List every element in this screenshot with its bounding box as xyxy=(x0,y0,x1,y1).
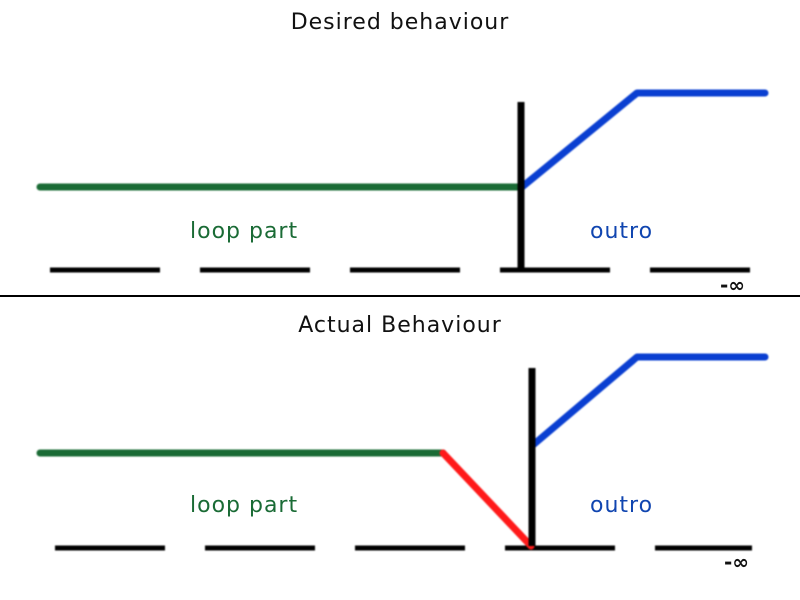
loop-part-label: loop part xyxy=(190,219,299,244)
outro-line xyxy=(529,353,769,449)
error-ramp-line xyxy=(439,449,535,550)
actual-behaviour-title: Actual Behaviour xyxy=(298,313,502,338)
loop-part-label: loop part xyxy=(190,493,299,518)
outro-label: outro xyxy=(590,493,654,518)
desired-behaviour-title: Desired behaviour xyxy=(290,10,510,35)
outro-label: outro xyxy=(590,219,654,244)
panel-divider xyxy=(0,295,800,297)
desired-behaviour-panel: Desired behaviour loop part outro -∞ xyxy=(0,0,800,297)
desired-behaviour-diagram xyxy=(36,89,769,273)
minus-infinity-label: -∞ xyxy=(724,550,749,574)
actual-behaviour-panel: Actual Behaviour loop part outro -∞ xyxy=(0,297,800,600)
actual-behaviour-diagram xyxy=(36,353,769,551)
minus-infinity-label: -∞ xyxy=(720,273,745,297)
outro-line xyxy=(518,89,769,191)
